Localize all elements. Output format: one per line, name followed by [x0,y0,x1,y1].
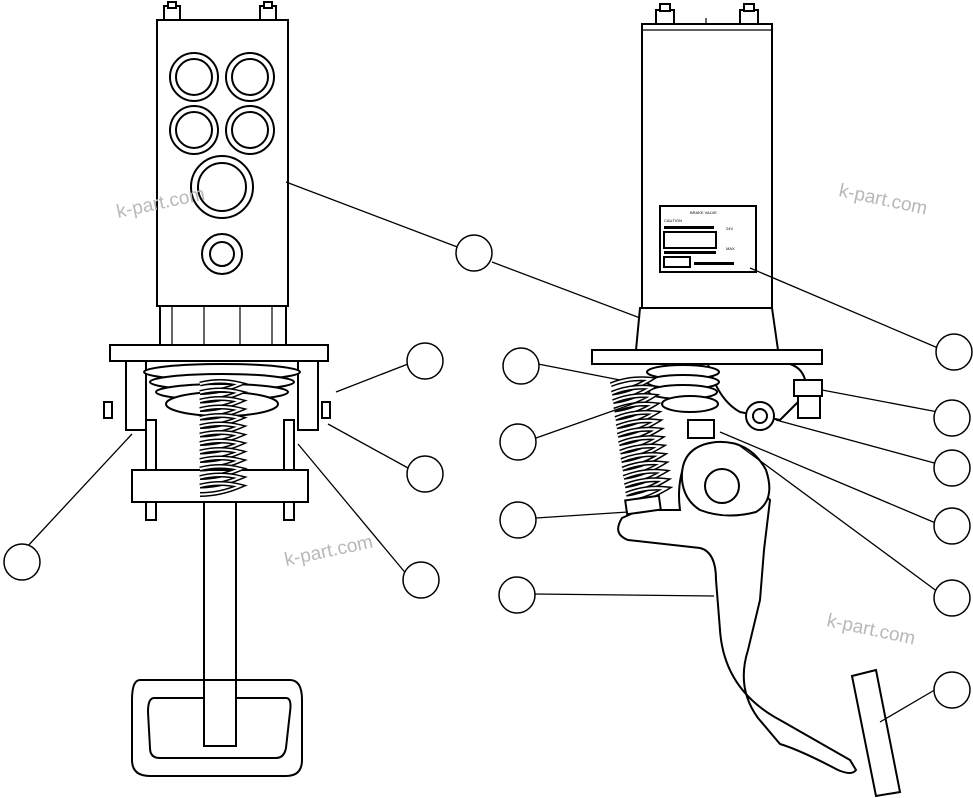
return-spring-front [199,379,248,497]
watermark-2: k-part.com [283,532,375,571]
callout-side-10 [933,671,971,709]
callout-side-7 [933,449,971,487]
callout-front-2 [406,342,444,380]
callout-center [455,234,493,272]
callout-side-9 [933,579,971,617]
mounting-plate-front [109,344,329,362]
leader-lines [25,181,939,723]
pedal-pad-side [850,668,902,798]
callout-side-3 [499,501,537,539]
callout-bubbles [3,234,973,709]
valve-base-side [634,307,780,351]
rubber-boot-side [646,364,720,439]
spring-coil-highlight [199,482,244,496]
watermark-3: k-part.com [837,180,929,219]
front-view-assembly [103,1,331,777]
pedal-bracket-side [706,363,808,422]
callout-side-8 [933,507,971,545]
nameplate-line1: BRAKE VALVE [690,210,717,215]
pedal-pad-front [131,679,303,777]
bracket-left [125,360,147,431]
callout-side-6 [933,399,971,437]
callout-side-4 [498,576,536,614]
bracket-right [297,360,319,431]
nameplate-line3: 24V [726,226,733,231]
nameplate: BRAKE VALVE CAUTION 24V MAX [659,205,757,273]
valve-neck-front [159,305,287,347]
nameplate-line4: MAX [726,246,735,251]
valve-ports [169,52,275,275]
valve-terminals-side [655,3,759,26]
side-view-assembly: BRAKE VALVE CAUTION 24V MAX [591,3,902,798]
valve-terminals-front [163,1,277,21]
callout-side-1 [502,347,540,385]
mounting-plate-side [591,349,823,365]
callout-front-1 [3,543,41,581]
callout-side-5 [935,333,973,371]
nameplate-line2: CAUTION [664,218,682,223]
callout-front-3 [406,455,444,493]
watermark-4: k-part.com [825,610,917,649]
callout-front-4 [402,561,440,599]
callout-side-2 [499,423,537,461]
